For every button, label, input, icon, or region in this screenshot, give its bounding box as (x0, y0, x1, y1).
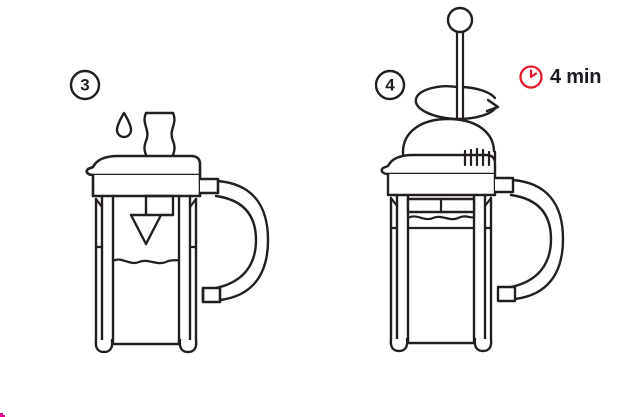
carafe-frame-bevel-left (94, 197, 104, 209)
carafe-frame-bevel-right (188, 197, 198, 209)
handle-top-mount (198, 177, 220, 195)
timer-label: 4 min (550, 66, 602, 88)
handle-top-mount (493, 176, 515, 194)
step-number-3-label: 3 (80, 76, 89, 95)
carafe-foot-right (473, 337, 493, 353)
carafe-base-plate (111, 338, 181, 346)
down-arrow-icon (129, 194, 163, 246)
press-lid-spout (85, 154, 202, 177)
carafe-foot-right (178, 338, 198, 354)
carafe-frame-bevel-right (483, 196, 493, 208)
lid-vent-slats-icon (463, 147, 491, 167)
handle-inner-curve (509, 193, 553, 289)
carafe-foot-left (389, 337, 409, 353)
carafe-base-plate (406, 337, 476, 345)
stir-rotation-arrow-icon (414, 85, 498, 121)
step-number-4-circle (374, 69, 406, 101)
step-panel-3: 3 (0, 0, 320, 417)
step-number-4-badge: 4 (374, 69, 406, 101)
carafe-frame-bevel-left (389, 196, 399, 208)
stir-arrow-head (485, 98, 500, 113)
stir-rotation-arc-back (461, 85, 497, 100)
corner-registration-mark (0, 413, 5, 417)
step-3-illustration: 3 (69, 69, 270, 354)
step-number-3-badge: 3 (69, 69, 101, 101)
handle-outer-curve (216, 179, 270, 302)
down-arrow-right-shaft (144, 194, 175, 217)
press-dome-lid (401, 117, 496, 154)
timer-badge: 4 min (518, 64, 601, 90)
step-number-4-label: 4 (385, 76, 395, 95)
handle-bottom-mount (201, 286, 222, 304)
handle-bottom-mount (496, 285, 517, 303)
carafe-foot-left (94, 338, 114, 354)
plunger-knob-icon (446, 6, 474, 34)
water-droplet-icon (115, 111, 133, 139)
liquid-level-line (111, 258, 181, 265)
press-collar-band (91, 173, 202, 198)
clock-icon (519, 65, 543, 89)
step-number-3-circle (69, 69, 101, 101)
handle-inner-curve (214, 194, 258, 290)
step-panel-4: 4 (320, 0, 641, 417)
step-4-illustration: 4 (374, 6, 565, 353)
coffee-level-wavy-line (406, 215, 476, 221)
press-collar-band (386, 172, 497, 197)
press-lid-spout (380, 153, 497, 176)
handle-outer-curve (511, 178, 565, 301)
